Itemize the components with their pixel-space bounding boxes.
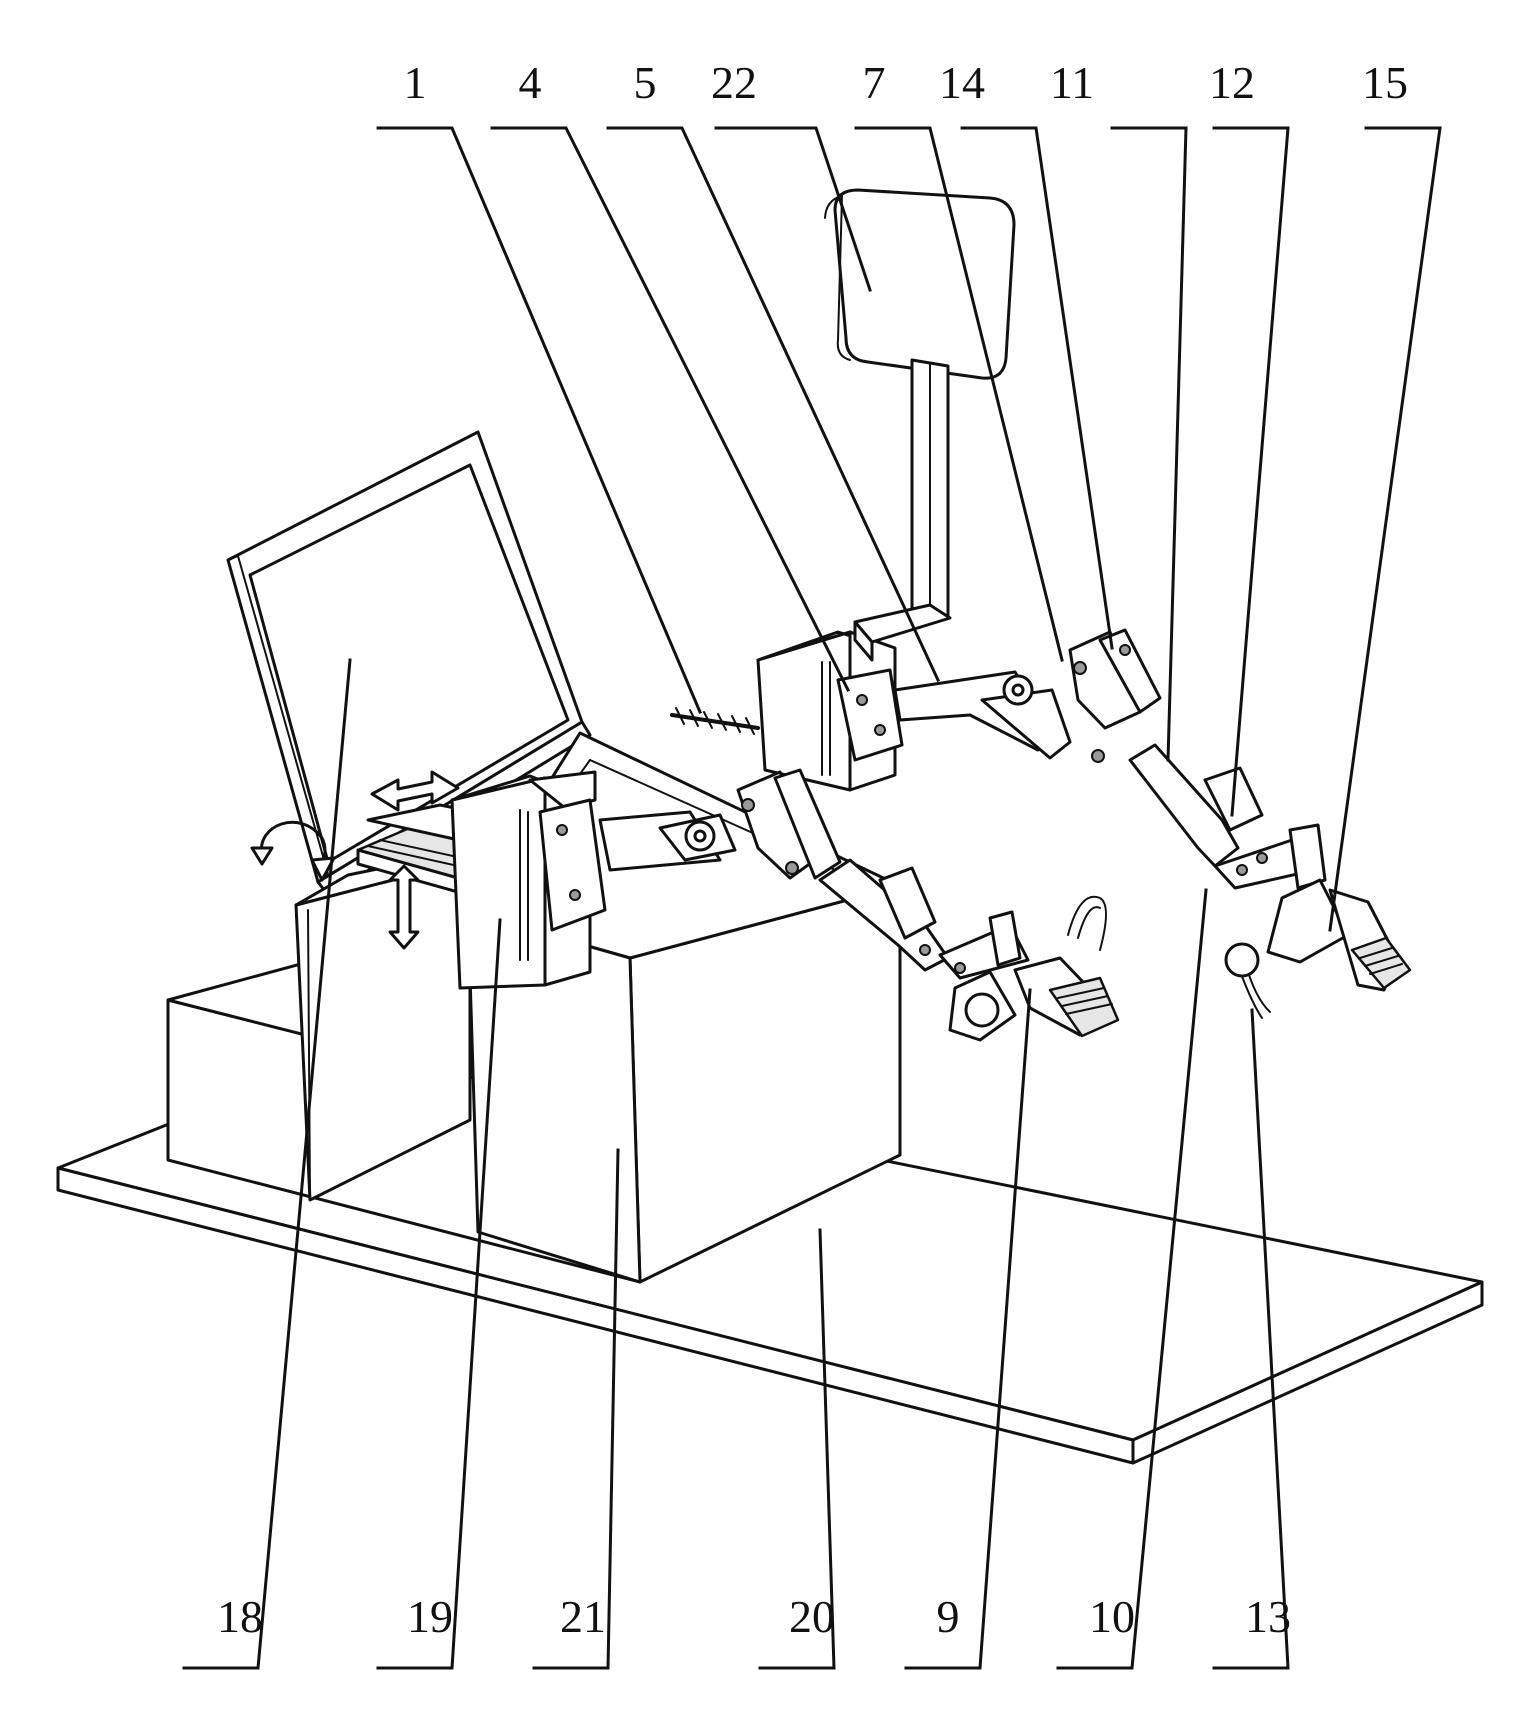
label-12: 12 — [1209, 57, 1255, 108]
vertical-double-arrow-icon — [388, 864, 420, 950]
label-11: 11 — [1050, 57, 1094, 108]
label-22: 22 — [711, 57, 757, 108]
label-7: 7 — [863, 57, 886, 108]
horizontal-double-arrow-icon — [370, 770, 460, 812]
lower-joints — [556, 798, 966, 974]
label-9: 9 — [937, 1591, 960, 1642]
upper-joints — [856, 644, 1268, 876]
label-5: 5 — [634, 57, 657, 108]
label-21: 21 — [560, 1591, 606, 1642]
label-20: 20 — [789, 1591, 835, 1642]
label-text-top: 1 4 5 22 7 14 11 12 15 — [404, 57, 1409, 108]
leader-lines — [182, 126, 1442, 1670]
label-15: 15 — [1362, 57, 1408, 108]
label-18: 18 — [217, 1591, 263, 1642]
lower-arm-linkage — [538, 768, 1120, 1042]
label-4: 4 — [519, 57, 542, 108]
label-10: 10 — [1089, 1591, 1135, 1642]
label-1: 1 — [404, 57, 427, 108]
rotation-arrow-icon — [250, 820, 336, 882]
label-13: 13 — [1245, 1591, 1291, 1642]
label-14: 14 — [939, 57, 985, 108]
head-rest — [824, 188, 1016, 662]
label-text-bottom: 18 19 21 20 9 10 13 — [217, 1591, 1291, 1642]
spring — [670, 707, 760, 735]
label-19: 19 — [407, 1591, 453, 1642]
